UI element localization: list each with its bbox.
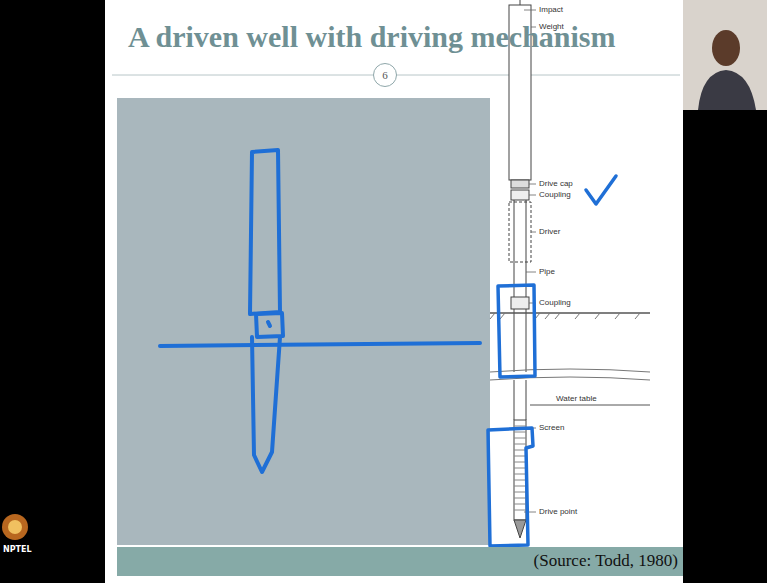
top-coupling xyxy=(511,190,529,200)
water-table-label: Water table xyxy=(556,395,597,403)
webcam-head xyxy=(712,30,740,66)
pipe-right-low xyxy=(526,380,527,420)
pipe-left-low xyxy=(514,380,515,420)
screen-highlight xyxy=(488,428,533,546)
impact-arrow xyxy=(520,0,521,5)
webcam-ground xyxy=(683,0,767,110)
coupling-highlight xyxy=(498,285,535,377)
coupling-label: Coupling xyxy=(539,299,571,307)
pipe-label: Pipe xyxy=(539,268,555,276)
nptel-logo xyxy=(2,514,28,540)
drive-point-label: Drive point xyxy=(539,508,577,516)
coupling-body xyxy=(511,297,529,309)
slide-ground xyxy=(105,0,683,583)
ground-hatch xyxy=(490,313,640,319)
screen-body xyxy=(514,420,526,520)
logo-ring xyxy=(2,514,28,540)
sketch-panel xyxy=(117,98,490,545)
drive-point xyxy=(514,520,526,538)
webcam-view xyxy=(683,0,767,110)
check-mark xyxy=(586,176,616,204)
weight-label: Weight xyxy=(539,23,564,31)
source-caption: (Source: Todd, 1980) xyxy=(534,551,678,571)
sketch-upper-pipe xyxy=(250,150,280,314)
impact-label: Impact xyxy=(539,6,563,14)
logo-text: NPTEL xyxy=(3,546,32,554)
sketch-dot xyxy=(268,322,270,326)
driver xyxy=(509,202,531,262)
well-figure xyxy=(490,0,650,538)
logo-core xyxy=(8,520,22,534)
slide-number: 6 xyxy=(382,70,388,81)
drive-cap xyxy=(511,180,529,188)
water-table-line xyxy=(530,405,650,406)
webcam-body xyxy=(698,70,756,110)
driver-label: Driver xyxy=(539,228,560,236)
slide-number-circle: 6 xyxy=(373,63,397,87)
blue-annotations xyxy=(488,176,616,546)
sketch-coupling xyxy=(256,313,283,337)
ground-line xyxy=(490,312,650,314)
screen-label: Screen xyxy=(539,424,564,432)
coupling-label: Coupling xyxy=(539,191,571,199)
caption-bar xyxy=(117,547,683,576)
drive-cap-label: Drive cap xyxy=(539,180,573,188)
hand-sketch xyxy=(160,150,480,472)
sketch-lower-pipe xyxy=(252,337,280,472)
sketch-ground-line xyxy=(160,343,480,346)
screen-slots xyxy=(514,426,526,510)
